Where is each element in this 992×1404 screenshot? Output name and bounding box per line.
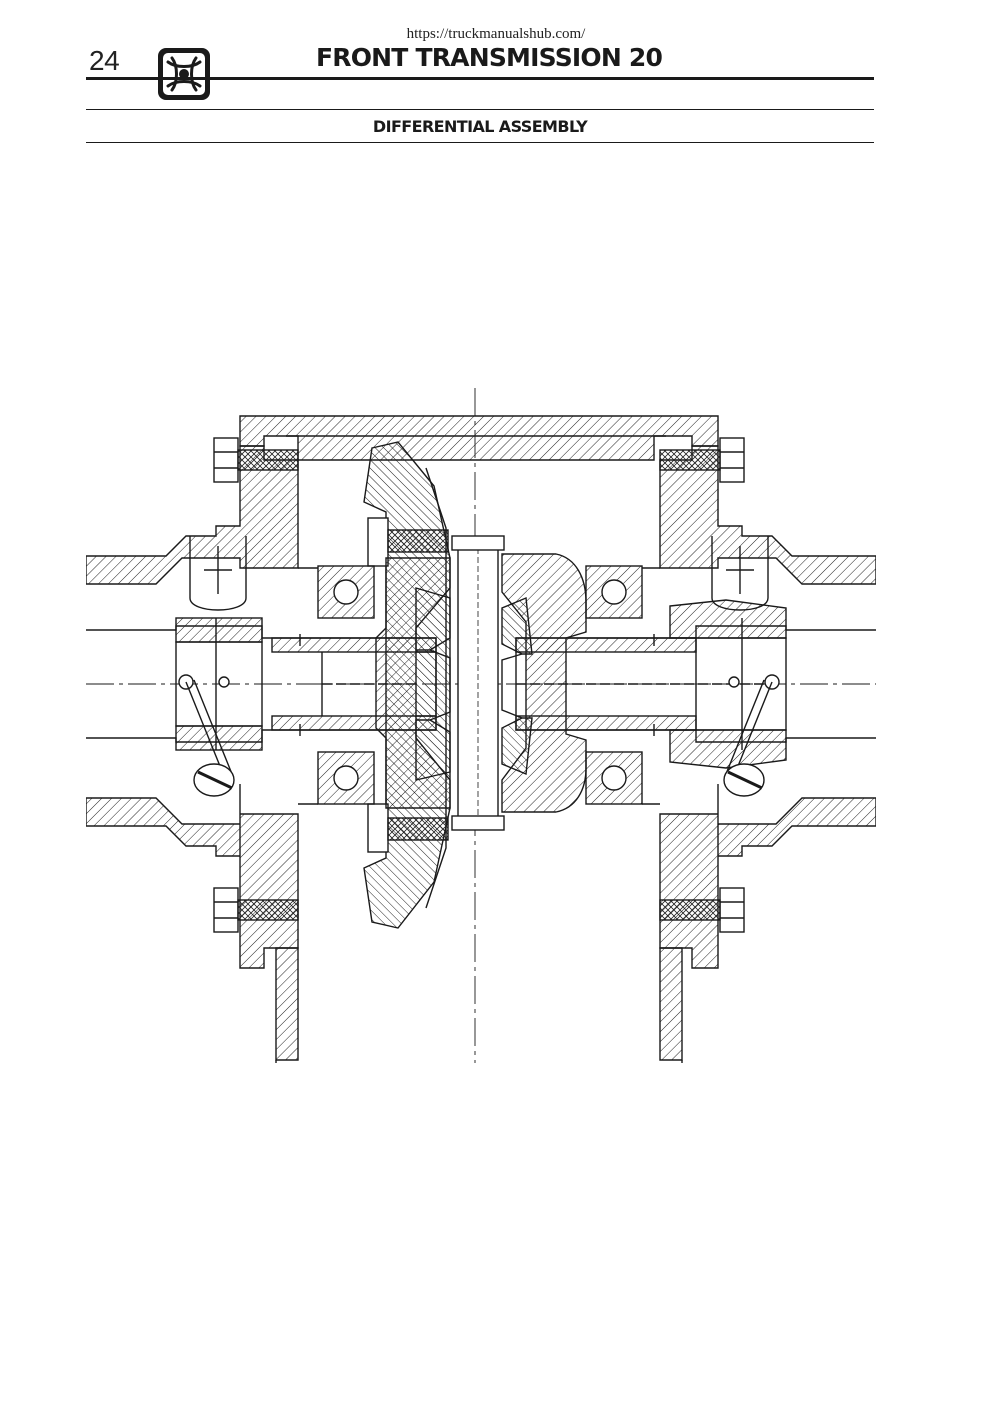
- source-url: https://truckmanualshub.com/: [406, 26, 586, 42]
- brand-logo-icon: [158, 48, 210, 100]
- header-rule: [86, 77, 874, 80]
- page-number: 24: [89, 45, 120, 76]
- section-rule-bottom: [86, 142, 874, 143]
- page-title: FRONT TRANSMISSION 20: [316, 43, 663, 72]
- section-rule-top: [86, 109, 874, 110]
- section-title: DIFFERENTIAL ASSEMBLY: [372, 117, 588, 136]
- differential-assembly-drawing: [86, 388, 876, 1063]
